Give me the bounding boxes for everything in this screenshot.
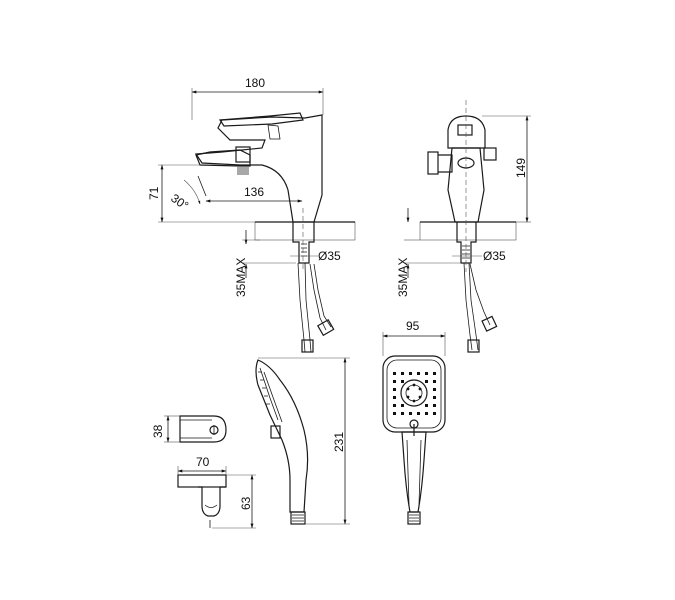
dim-149: 149 [514,158,528,178]
dimension-lines-head: 95 [382,319,446,356]
dim-38: 38 [151,424,165,438]
dim-136: 136 [244,185,264,199]
dim-71: 71 [147,186,161,200]
dimension-lines-holder-top: 38 [151,415,180,443]
dim-35max-left: 35MAX [234,258,248,297]
dim-diameter-35-right: Ø35 [483,249,506,263]
dim-231: 231 [332,432,346,452]
dimension-lines-side: 149 35MAX Ø35 [396,115,531,297]
hand-shower-side-view [255,359,309,525]
dim-180: 180 [245,76,265,90]
countertop-hatch-left [254,221,356,241]
holder-top-view [179,415,227,443]
hand-shower-front-view [382,355,446,525]
dimension-lines-hand-shower: 231 [258,357,350,525]
dim-35max-right: 35MAX [396,258,410,297]
holder-front-view [177,474,227,528]
dimension-lines-holder-front: 70 63 [177,455,256,529]
faucet-side-view [419,100,517,353]
dimension-lines-front: 180 71 30° 136 35MAX Ø35 [147,76,341,297]
dim-30-deg: 30° [168,191,191,213]
faucet-front-view [194,112,356,353]
countertop-hatch-right [419,221,517,241]
dim-diameter-35-left: Ø35 [318,249,341,263]
dim-95: 95 [406,319,420,333]
dim-63: 63 [239,496,253,510]
dim-70: 70 [196,455,210,469]
